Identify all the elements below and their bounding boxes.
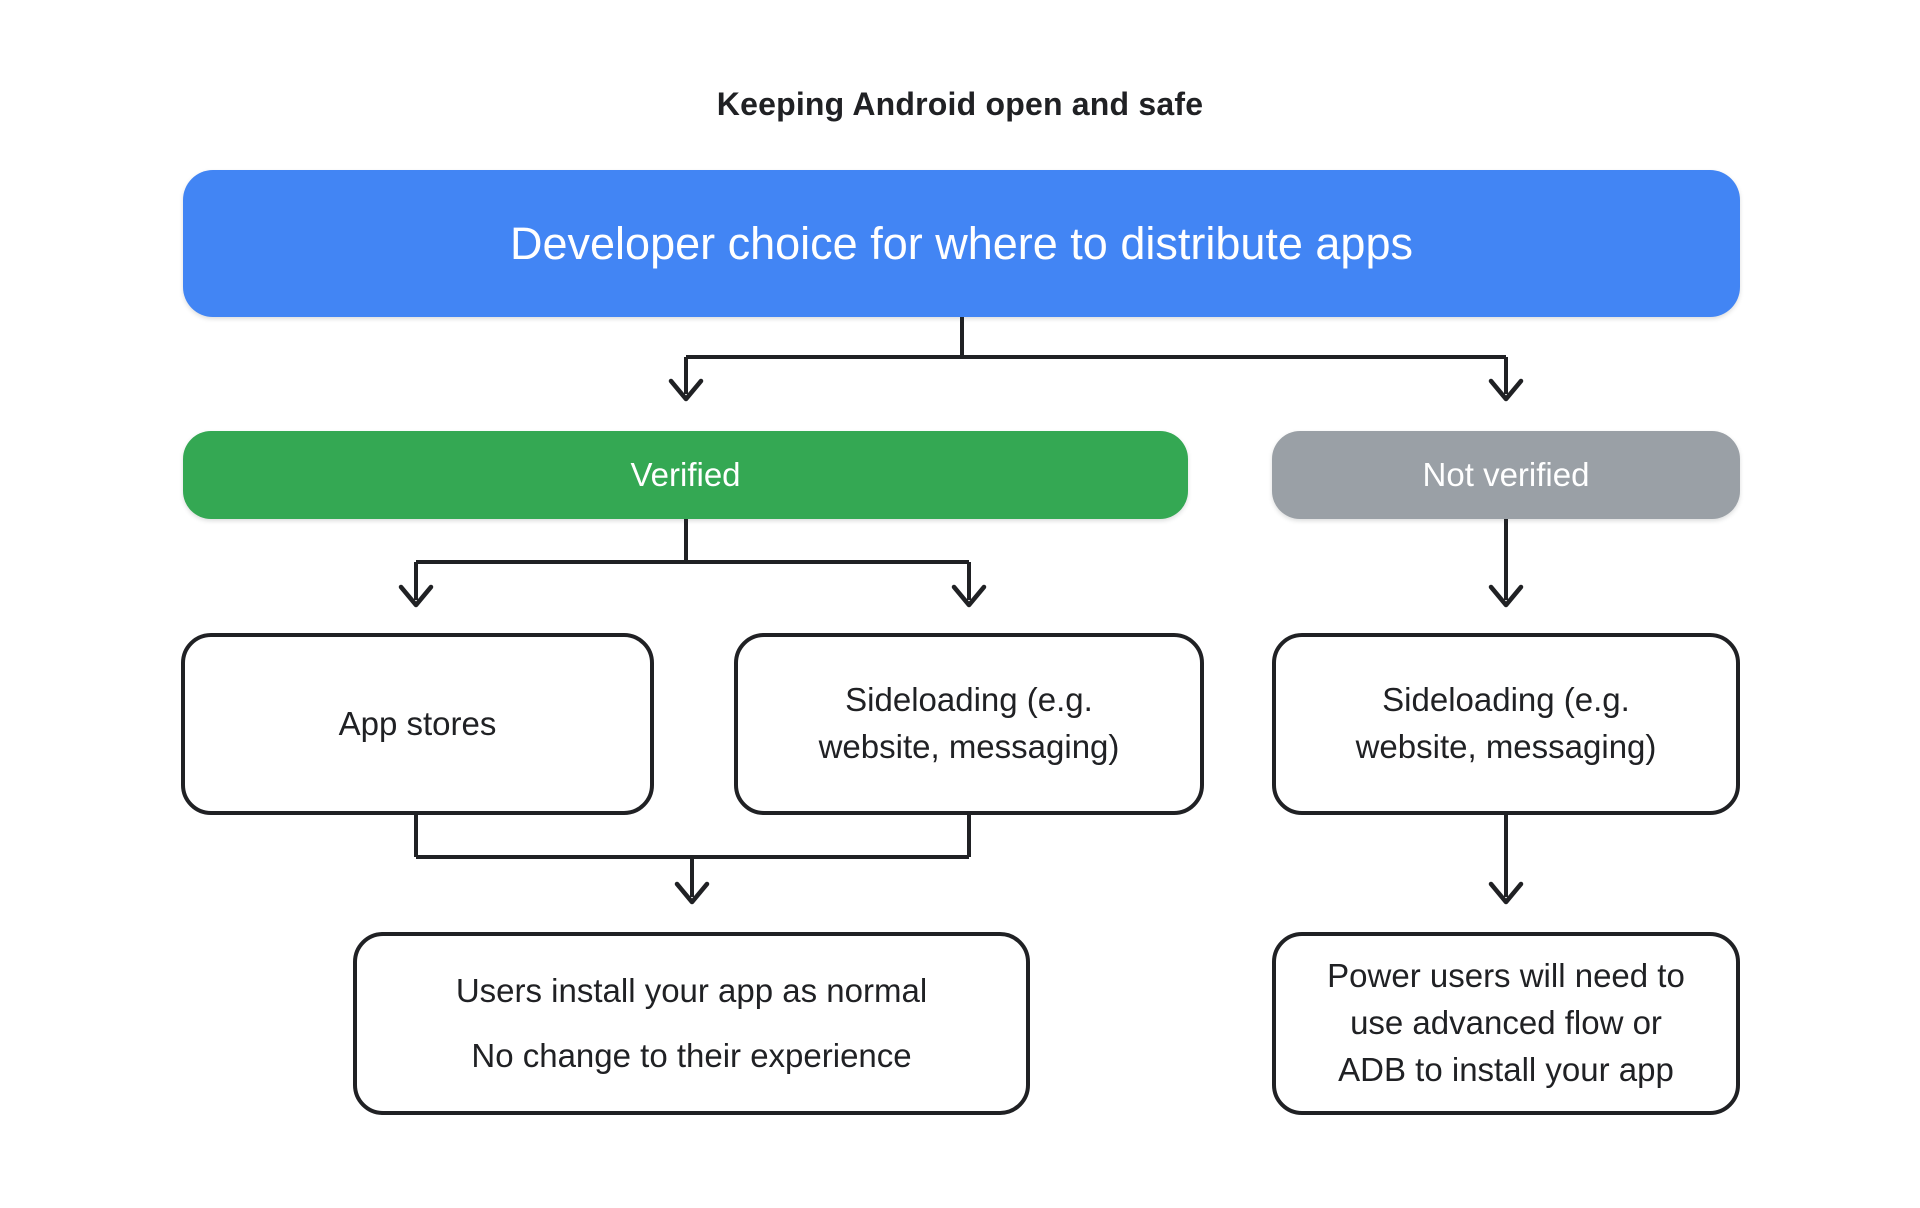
- connector-not-verified-to-sideloading: [1488, 519, 1524, 608]
- diagram-title: Keeping Android open and safe: [716, 86, 1204, 122]
- verified-node-label: Verified: [630, 456, 741, 493]
- arrow-down-icon: [1488, 881, 1524, 905]
- not-verified-node-label: Not verified: [1422, 456, 1590, 493]
- arrow-down-icon: [674, 881, 710, 905]
- root-node-label: Developer choice for where to distribute…: [510, 217, 1413, 269]
- power-users-node: Power users will need to use advanced fl…: [1272, 932, 1740, 1115]
- connector-verified-to-children: [398, 519, 987, 608]
- verified-node: Verified: [183, 431, 1188, 519]
- app-stores-node-label: App stores: [338, 704, 497, 742]
- app-stores-node: App stores: [181, 633, 654, 815]
- power-users-node-label: Power users will need to use advanced fl…: [1327, 957, 1685, 1088]
- not-verified-node: Not verified: [1272, 431, 1740, 519]
- users-install-node: Users install your app as normal No chan…: [353, 932, 1030, 1115]
- arrow-down-icon: [398, 584, 434, 608]
- users-install-line2: No change to their experience: [471, 1036, 912, 1074]
- connector-root-to-branches: [668, 317, 1524, 402]
- arrow-down-icon: [1488, 584, 1524, 608]
- connector-merge-to-users: [414, 815, 971, 905]
- users-install-line1: Users install your app as normal: [455, 971, 928, 1009]
- sideloading-verified-node-label: Sideloading (e.g. website, messaging): [818, 681, 1120, 765]
- root-node: Developer choice for where to distribute…: [183, 170, 1740, 317]
- sideloading-unverified-node-label: Sideloading (e.g. website, messaging): [1355, 681, 1657, 765]
- sideloading-unverified-node: Sideloading (e.g. website, messaging): [1272, 633, 1740, 815]
- sideloading-verified-node: Sideloading (e.g. website, messaging): [734, 633, 1204, 815]
- arrow-down-icon: [668, 378, 704, 402]
- arrow-down-icon: [1488, 378, 1524, 402]
- connector-sideloading-to-power-users: [1488, 815, 1524, 905]
- arrow-down-icon: [951, 584, 987, 608]
